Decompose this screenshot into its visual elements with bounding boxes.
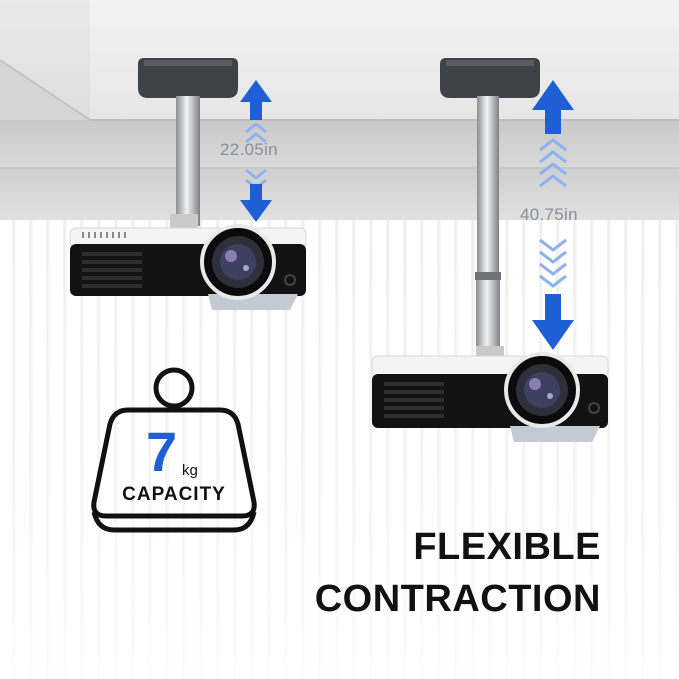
long-height-arrow-icon	[532, 80, 574, 350]
capacity-badge: 7 kg CAPACITY	[88, 366, 260, 536]
short-height-arrow-icon	[240, 80, 272, 222]
long-height-label: 40.75in	[520, 205, 578, 224]
headline-line-2: CONTRACTION	[314, 578, 601, 620]
ceiling-edges	[0, 59, 679, 169]
right-mount-pole	[475, 96, 501, 360]
left-projector	[69, 214, 307, 310]
capacity-number: 7	[146, 420, 178, 483]
capacity-unit: kg	[182, 462, 198, 479]
left-mount-plate	[138, 58, 238, 98]
weight-icon	[91, 367, 257, 533]
right-mount-plate	[440, 58, 540, 98]
right-projector	[371, 346, 609, 442]
wall-fade	[0, 220, 679, 679]
headline-line-1: FLEXIBLE	[413, 526, 601, 568]
short-height-label: 22.05in	[220, 140, 278, 159]
left-mount-pole	[176, 96, 200, 226]
ceiling-soffit	[0, 168, 679, 226]
capacity-label: CAPACITY	[122, 484, 226, 505]
